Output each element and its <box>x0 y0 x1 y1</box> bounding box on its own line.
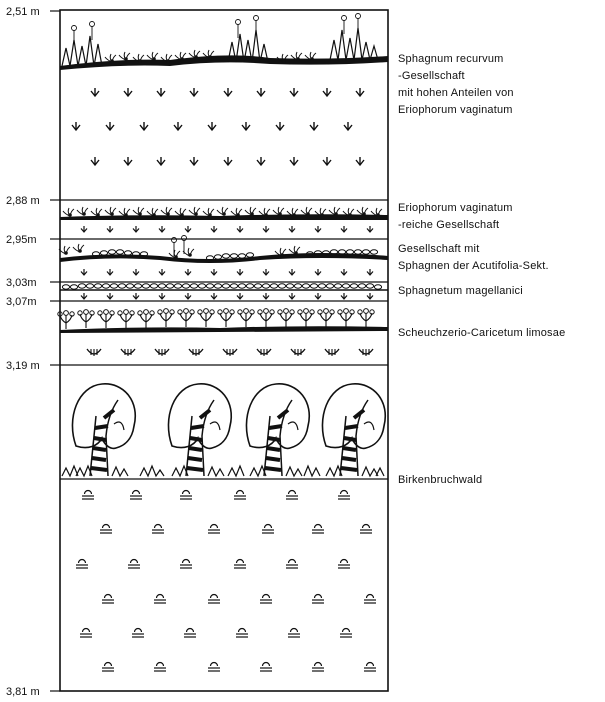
depth-label-2-51: 2,51 m <box>6 6 40 18</box>
depth-label-2-88: 2,88 m <box>6 195 40 207</box>
magellanici-layer <box>60 284 388 299</box>
acutifolia-layer <box>59 236 388 276</box>
sphagnum-recurvum-symbols <box>72 88 364 165</box>
depth-labels: 2,51 m 2,88 m 2,95m 3,03m 3,07m 3,19 m 3… <box>6 6 40 698</box>
depth-ticks <box>50 11 60 691</box>
label-birkenbruchwald: Birkenbruchwald <box>398 474 482 486</box>
depth-label-3-81: 3,81 m <box>6 686 40 698</box>
surface-vegetation <box>60 14 388 71</box>
layer-labels: Sphagnum recurvum -Gesellschaft mit hohe… <box>398 53 565 486</box>
depth-label-3-07: 3,07m <box>6 296 37 308</box>
label-acutifolia-line1: Gesellschaft mit <box>398 243 479 255</box>
depth-label-2-95: 2,95m <box>6 234 37 246</box>
label-sphagnum-recurvum-line4: Eriophorum vaginatum <box>398 104 513 116</box>
label-eriophorum-line1: Eriophorum vaginatum <box>398 202 513 214</box>
wood-peat-symbols <box>76 491 376 672</box>
label-scheuchzerio: Scheuchzerio-Caricetum limosae <box>398 327 565 339</box>
label-eriophorum-line2: -reiche Gesellschaft <box>398 219 499 231</box>
label-acutifolia-line2: Sphagnen der Acutifolia-Sekt. <box>398 260 549 272</box>
depth-label-3-19: 3,19 m <box>6 360 40 372</box>
birch-trees <box>62 384 385 476</box>
label-magellanici: Sphagnetum magellanici <box>398 285 523 297</box>
scheuchzerio-layer <box>58 309 388 356</box>
label-sphagnum-recurvum-line3: mit hohen Anteilen von <box>398 87 514 99</box>
label-sphagnum-recurvum-line2: -Gesellschaft <box>398 70 465 82</box>
label-sphagnum-recurvum-line1: Sphagnum recurvum <box>398 53 504 65</box>
depth-label-3-03: 3,03m <box>6 277 37 289</box>
eriophorum-layer <box>60 207 388 232</box>
